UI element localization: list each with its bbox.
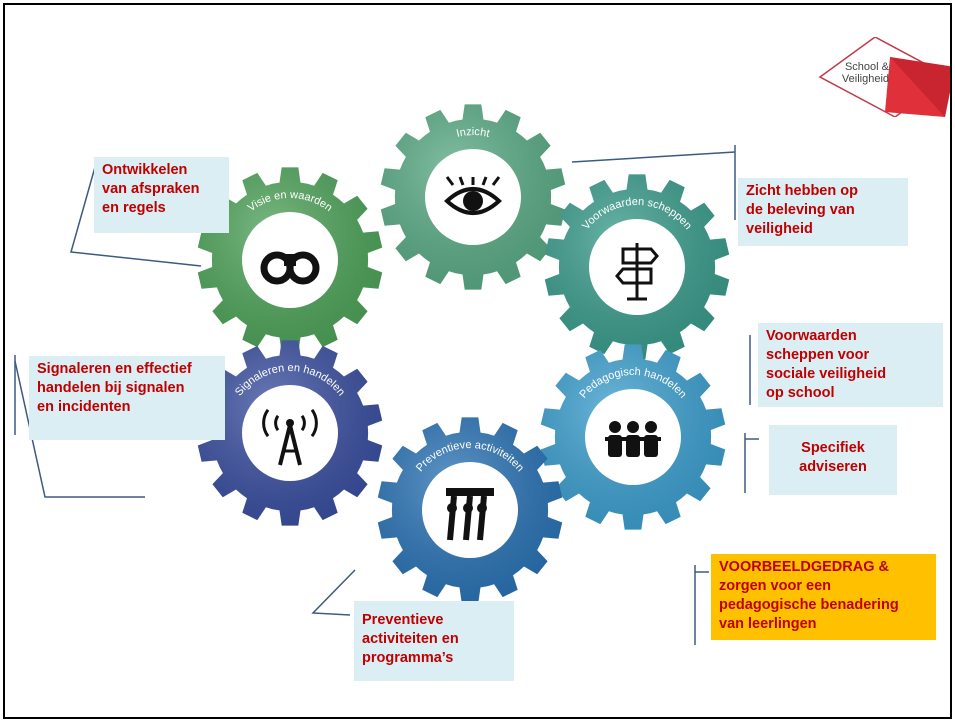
logo-line2: Veiligheid [841,73,889,85]
callout-line: Ontwikkelen [102,162,188,178]
binoculars-icon [260,251,320,285]
callout-line: van afspraken [102,181,200,197]
connector-ontwikkelen [70,159,202,267]
gear: Voorwaarden scheppen [544,174,730,360]
callout-line: Zicht hebben op [746,183,858,199]
callout-line: adviseren [799,459,867,475]
callout-line: veiligheid [746,221,813,237]
callout-ontwikkelen: Ontwikkelen van afspraken en regels [94,157,229,233]
callout-line: Signaleren en effectief [37,361,192,377]
teamwork-icon [446,488,494,541]
signpost-icon [615,243,659,301]
antenna-icon [262,408,318,466]
callout-voorbeeldgedrag: VOORBEELDGEDRAG & zorgen voor een pedago… [711,554,936,640]
logo-shape [818,36,950,118]
callout-line: de beleving van [746,202,855,218]
callout-specifiek: Specifiek adviseren [769,425,897,495]
connector-signaleren-2 [14,360,145,498]
gear: Visie en waarden [197,167,383,353]
school-veiligheid-logo: School & Veiligheid [815,36,950,118]
people-icon [605,421,661,457]
callout-line: programma’s [362,650,454,666]
callout-line: handelen bij signalen [37,380,185,396]
gear-label: Inzicht [455,126,491,140]
callout-line: op school [766,385,835,401]
callout-line: zorgen voor een [719,578,831,594]
connector-zicht [571,151,736,163]
callout-signaleren: Signaleren en effectief handelen bij sig… [29,356,225,440]
gear: Preventieve activiteiten [377,417,563,603]
callout-line: en regels [102,200,166,216]
callout-line: activiteiten en [362,631,459,647]
callout-preventieve: Preventieve activiteiten en programma’s [354,601,514,681]
callout-line: Specifiek [801,440,865,456]
callout-line: van leerlingen [719,616,817,632]
callout-line: en incidenten [37,399,131,415]
callout-line: VOORBEELDGEDRAG & [719,559,889,575]
eye-icon [444,176,502,215]
connector-preventieve [311,569,356,616]
gear: Signaleren en handelen [197,340,383,526]
callout-voorwaarden: Voorwaarden scheppen voor sociale veilig… [758,323,943,407]
logo-line1: School & [844,61,889,73]
callout-line: Voorwaarden [766,328,857,344]
callout-line: pedagogische benadering [719,597,899,613]
logo-text: School & Veiligheid [827,61,889,85]
gear: Pedagogisch handelen [540,344,726,530]
connector-lines [14,145,759,645]
callout-line: sociale veiligheid [766,366,887,382]
callout-line: scheppen voor [766,347,870,363]
gear: Inzicht [380,104,566,290]
callout-line: Preventieve [362,612,444,628]
callout-zicht: Zicht hebben op de beleving van veilighe… [738,178,908,246]
